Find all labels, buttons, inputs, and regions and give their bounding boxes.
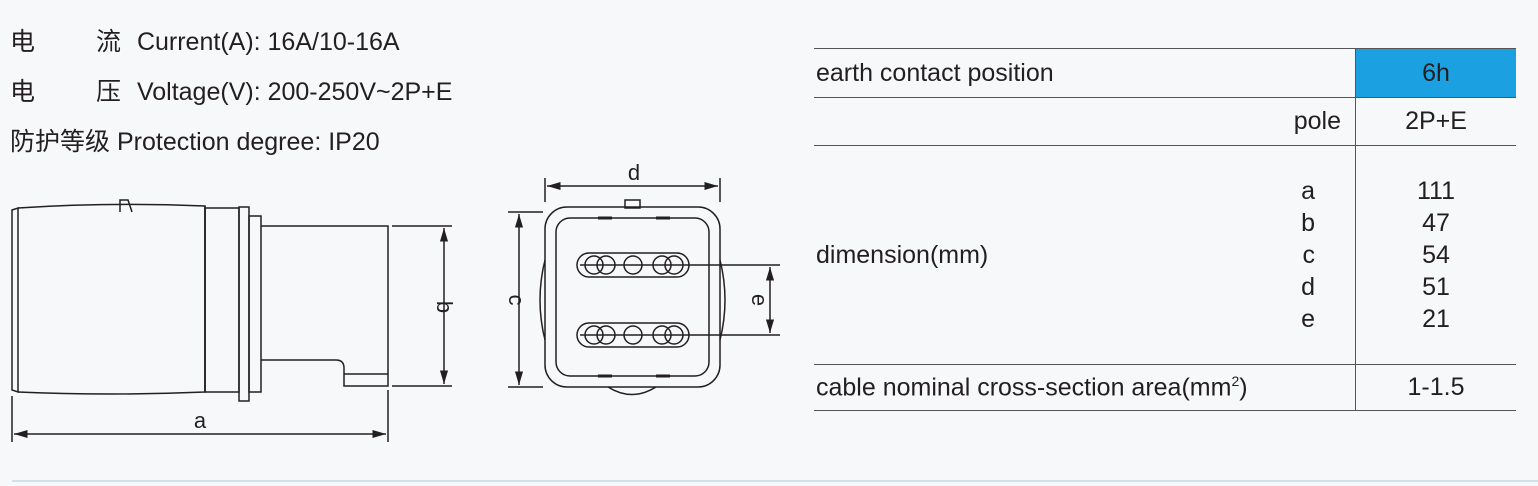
dim-key: b [1301,209,1315,237]
dim-key: e [1301,305,1315,333]
dim-value: 47 [1422,209,1450,237]
dim-value: 111 [1416,177,1455,205]
row-dimension: dimension(mm) a b c d e 111 47 54 51 21 [814,145,1516,365]
earth-label: earth contact position [816,58,1054,87]
spec-voltage-cn-1: 电 [10,78,36,106]
label-e: e [747,294,772,306]
dimension-values: 111 47 54 51 21 [1356,175,1516,335]
cable-label: cable nominal cross-section area(mm2) [816,372,1248,402]
spec-table: earth contact position 6h pole 2P+E dime… [814,48,1516,411]
dimension-label: dimension(mm) [816,240,989,269]
label-a: a [194,408,207,433]
dim-key: a [1301,177,1315,205]
front-view [508,178,780,396]
spec-voltage-cn-2: 压 [96,78,122,106]
label-d: d [628,160,640,185]
dim-value: 54 [1422,241,1450,269]
dim-value: 21 [1422,305,1450,333]
spec-protection: 防护等级 Protection degree: IP20 [10,124,452,174]
dim-key: d [1301,273,1315,301]
dimension-keys: a b c d e [1301,175,1355,335]
earth-value: 6h [1355,48,1516,98]
spec-protection-cn: 防护等级 [10,128,111,156]
row-cable: cable nominal cross-section area(mm2) 1-… [814,364,1516,411]
cable-value: 1-1.5 [1355,364,1516,411]
spec-protection-en: Protection degree: IP20 [116,128,380,156]
spec-list: 电流 Current(A): 16A/10-16A 电压 Voltage(V):… [10,24,452,174]
side-view [11,199,452,442]
dim-value: 51 [1422,273,1450,301]
spec-current-en: Current(A): 16A/10-16A [136,28,400,56]
technical-drawing: a b d c e [11,160,780,442]
pole-label: pole [1293,107,1341,135]
bottom-divider [12,480,1538,482]
pole-value: 2P+E [1355,97,1516,146]
spec-current-cn-1: 电 [10,28,36,56]
row-pole: pole 2P+E [814,97,1516,146]
spec-current-cn-2: 流 [96,28,122,56]
label-b: b [432,301,457,313]
row-earth: earth contact position 6h [814,48,1516,98]
dim-key: c [1302,241,1316,269]
spec-current: 电 流 Current(A): 16A/10-16A [10,24,452,74]
spec-voltage-en: Voltage(V): 200-250V~2P+E [136,78,453,106]
spec-voltage: 电 压 Voltage(V): 200-250V~2P+E [10,74,452,124]
label-c: c [504,295,529,306]
